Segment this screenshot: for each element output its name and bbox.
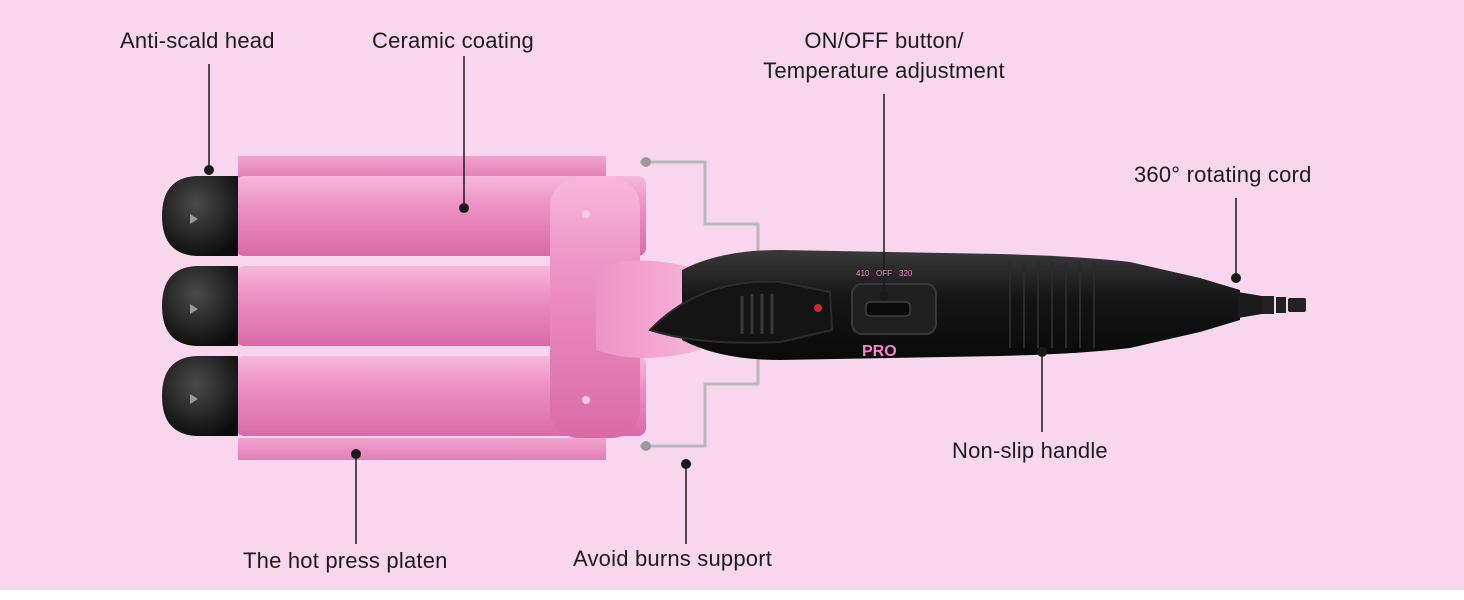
anti-scald-heads: [162, 176, 238, 436]
tip-top: [162, 176, 238, 256]
barrels: [236, 176, 646, 436]
callout-lines: [208, 56, 1237, 544]
support-pivot-bottom: [641, 441, 651, 451]
tip-bottom: [162, 356, 238, 436]
temp-off-mark: OFF: [876, 269, 892, 278]
temp-low-mark: 320: [899, 269, 913, 278]
press-plate-top: [238, 156, 606, 178]
label-avoid-burns-support: Avoid burns support: [573, 546, 773, 571]
rivet-top: [582, 210, 590, 218]
support-pivot-top: [641, 157, 651, 167]
barrel-middle: [236, 266, 646, 346]
cord-collar: [1238, 292, 1262, 318]
power-indicator-light: [814, 304, 822, 312]
lever-grip: [740, 294, 774, 334]
grip-ridges: [1009, 262, 1095, 348]
burn-support-wire: [640, 160, 760, 448]
label-non-slip-handle: Non-slip handle: [952, 438, 1108, 463]
barrel-top: [236, 176, 646, 256]
barrel-connector: [550, 178, 640, 438]
cord-end: [1288, 298, 1306, 312]
label-on-off-line1: ON/OFF button/: [804, 28, 964, 53]
switch-slider: [865, 301, 911, 317]
rivet-bottom: [582, 396, 590, 404]
press-plate-bottom: [238, 438, 606, 460]
label-anti-scald-head: Anti-scald head: [120, 28, 275, 53]
label-on-off-line2: Temperature adjustment: [763, 58, 1005, 83]
temp-high-mark: 410: [856, 269, 870, 278]
barrel-bottom: [236, 356, 646, 436]
brand-logo: PRO: [862, 343, 897, 360]
callout-dots: [204, 165, 1241, 469]
label-hot-press-platen: The hot press platen: [243, 548, 448, 573]
label-on-off-button: ON/OFF button/ Temperature adjustment: [734, 28, 1034, 84]
label-rotating-cord: 360° rotating cord: [1134, 162, 1312, 187]
tip-middle: [162, 266, 238, 346]
label-ceramic-coating: Ceramic coating: [372, 28, 534, 53]
